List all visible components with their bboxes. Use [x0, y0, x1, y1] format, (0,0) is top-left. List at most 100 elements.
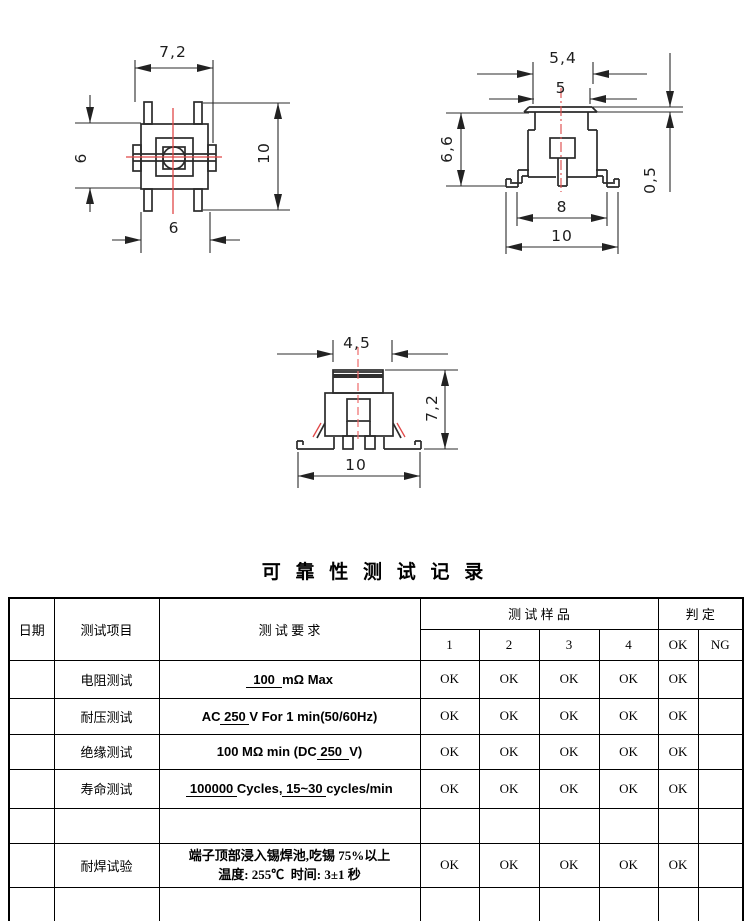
- side-view-drawing: 5,4 5 6,6 0,5 8 10: [438, 49, 683, 254]
- judgment-ng-cell: [697, 733, 744, 770]
- requirement-cell: 端子顶部浸入锡焊池,吃锡 75%以上 温度: 255℃ 时间: 3±1 秒: [158, 842, 421, 888]
- judgment-ng-cell: [697, 886, 744, 921]
- technical-drawings: 7,2 6 10 6 5,4 5 6,6: [72, 43, 683, 488]
- date-cell: [8, 697, 55, 735]
- judgment-ng-cell: [697, 768, 744, 809]
- sample-result-cell: OK: [419, 842, 480, 888]
- dim-button-width: 4,5: [343, 334, 371, 352]
- header-row-2: 1 2 3 4 OK NG: [9, 628, 744, 661]
- centerline-cross: [126, 108, 222, 214]
- sample-result-cell: OK: [538, 697, 600, 735]
- header-row-1: 日期 测试项目 测 试 要 求 测 试 样 品 判 定: [8, 597, 744, 661]
- requirement-cell: 100000 Cycles, 15~30 cycles/min: [158, 768, 421, 809]
- judgment-ok-cell: OK: [657, 697, 699, 735]
- sample-result-cell: OK: [478, 733, 540, 770]
- sample-result-cell: OK: [598, 659, 659, 699]
- header-samples: 测 试 样 品: [419, 597, 659, 630]
- judgment-ng-cell: [697, 842, 744, 888]
- judgment-ng-cell: [697, 807, 744, 844]
- sample-result-cell: OK: [419, 697, 480, 735]
- top-view-drawing: 7,2 6 10 6: [72, 43, 290, 253]
- judgment-ng-cell: [697, 697, 744, 735]
- judgment-ng-cell: [697, 659, 744, 699]
- table-row: 寿命测试 100000 Cycles, 15~30 cycles/min OK …: [8, 768, 744, 809]
- requirement-cell: [158, 886, 421, 921]
- sample-result-cell: OK: [538, 659, 600, 699]
- dim-left-height: 6: [72, 153, 90, 164]
- sample-result-cell: [419, 807, 480, 844]
- sample-result-cell: OK: [478, 842, 540, 888]
- table-row: [8, 807, 744, 844]
- sample-result-cell: [538, 886, 600, 921]
- item-cell: 寿命测试: [53, 768, 160, 809]
- sample-result-cell: [598, 807, 659, 844]
- requirement-cell: [158, 807, 421, 844]
- header-judgment: 判 定: [657, 597, 744, 630]
- sample-result-cell: OK: [419, 659, 480, 699]
- table-title: 可 靠 性 测 试 记 录: [261, 562, 489, 583]
- date-cell: [8, 842, 55, 888]
- date-cell: [8, 733, 55, 770]
- judgment-ok-cell: OK: [657, 842, 699, 888]
- item-cell: 耐压测试: [53, 697, 160, 735]
- date-cell: [8, 807, 55, 844]
- header-date: 日期: [8, 597, 55, 661]
- item-cell: 电阻测试: [53, 659, 160, 699]
- table-row: 耐压测试 AC 250 V For 1 min(50/60Hz) OK OK O…: [8, 697, 744, 735]
- sample-result-cell: OK: [538, 842, 600, 888]
- sample-result-cell: OK: [478, 768, 540, 809]
- header-ok: OK: [657, 628, 699, 661]
- header-sample-2: 2: [478, 628, 540, 661]
- dim-outer-span: 10: [551, 227, 573, 245]
- front-view-drawing: 4,5 7,2 10: [277, 334, 458, 488]
- dim-total-height: 7,2: [423, 394, 441, 422]
- dim-flange-thickness: 0,5: [641, 166, 659, 194]
- dim-body-height: 6,6: [438, 135, 456, 163]
- sample-result-cell: OK: [478, 659, 540, 699]
- sample-result-cell: OK: [598, 768, 659, 809]
- item-cell: 绝缘测试: [53, 733, 160, 770]
- dim-top-width: 7,2: [159, 43, 187, 61]
- requirement-cell: 100 MΩ min (DC 250 V): [158, 733, 421, 770]
- sample-result-cell: OK: [598, 842, 659, 888]
- judgment-ok-cell: OK: [657, 733, 699, 770]
- header-sample-4: 4: [598, 628, 659, 661]
- date-cell: [8, 768, 55, 809]
- reliability-test-table: 日期 测试项目 测 试 要 求 测 试 样 品 判 定 1 2 3 4 OK N…: [8, 597, 745, 921]
- table-row: [8, 886, 744, 921]
- table-row: 电阻测试 100 mΩ Max OK OK OK OK OK: [8, 659, 744, 699]
- requirement-cell: AC 250 V For 1 min(50/60Hz): [158, 697, 421, 735]
- header-ng: NG: [697, 628, 744, 661]
- judgment-ok-cell: OK: [657, 768, 699, 809]
- sample-result-cell: OK: [419, 733, 480, 770]
- date-cell: [8, 659, 55, 699]
- sample-result-cell: OK: [419, 768, 480, 809]
- sample-result-cell: OK: [598, 733, 659, 770]
- leg-centerlines: [312, 422, 406, 438]
- dim-base-span: 10: [345, 456, 367, 474]
- sample-result-cell: [478, 807, 540, 844]
- dim-inner-pin-span: 8: [557, 198, 568, 216]
- dim-right-height: 10: [255, 142, 273, 164]
- table-row: 耐焊试验 端子顶部浸入锡焊池,吃锡 75%以上 温度: 255℃ 时间: 3±1…: [8, 842, 744, 888]
- sample-result-cell: OK: [538, 768, 600, 809]
- item-cell: [53, 886, 160, 921]
- sample-result-cell: OK: [478, 697, 540, 735]
- judgment-ok-cell: [657, 886, 699, 921]
- header-sample-1: 1: [419, 628, 480, 661]
- sample-result-cell: [478, 886, 540, 921]
- sample-result-cell: [419, 886, 480, 921]
- header-requirement: 测 试 要 求: [158, 597, 421, 661]
- dim-stem-width: 5: [556, 79, 567, 97]
- date-cell: [8, 886, 55, 921]
- item-cell: [53, 807, 160, 844]
- header-sample-3: 3: [538, 628, 600, 661]
- judgment-ok-cell: OK: [657, 659, 699, 699]
- dim-cap-width: 5,4: [549, 49, 577, 67]
- sample-result-cell: OK: [538, 733, 600, 770]
- table-row: 绝缘测试 100 MΩ min (DC 250 V) OK OK OK OK O…: [8, 733, 744, 770]
- judgment-ok-cell: [657, 807, 699, 844]
- header-item: 测试项目: [53, 597, 160, 661]
- sample-result-cell: [598, 886, 659, 921]
